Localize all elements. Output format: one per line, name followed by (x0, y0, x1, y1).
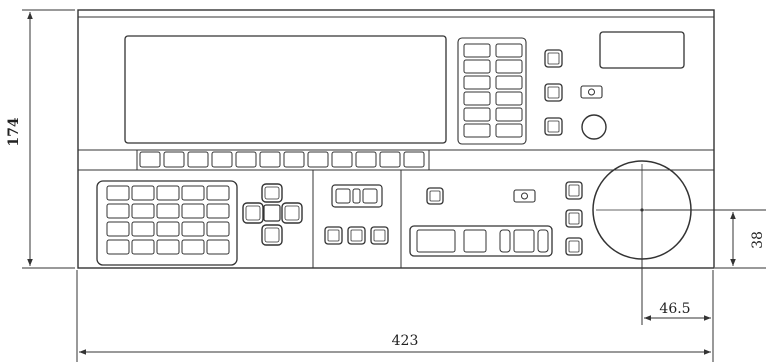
lower-right-control-group (409, 181, 583, 257)
keypad-key[interactable] (463, 123, 491, 138)
transport-button-slim[interactable] (499, 229, 511, 253)
keypad-key[interactable] (106, 239, 130, 255)
width-dimension: 423 (76, 270, 714, 362)
function-key[interactable] (211, 151, 233, 168)
function-key[interactable] (331, 151, 353, 168)
square-button[interactable] (426, 187, 444, 205)
height-label: 174 (6, 117, 22, 146)
keypad-key[interactable] (106, 221, 130, 237)
square-button[interactable] (544, 49, 563, 68)
wheel-height-label: 38 (750, 231, 766, 249)
panel-outline (77, 9, 715, 269)
square-button[interactable] (565, 181, 583, 200)
keypad-key[interactable] (106, 185, 130, 201)
keypad-key[interactable] (495, 123, 523, 138)
function-key[interactable] (187, 151, 209, 168)
jog-wheel[interactable] (592, 160, 692, 260)
arrow-down-button[interactable] (261, 224, 283, 246)
keypad-key[interactable] (463, 59, 491, 74)
keypad-key[interactable] (463, 107, 491, 122)
square-button[interactable] (565, 237, 583, 256)
wheel-offset-label: 46.5 (659, 301, 690, 317)
toggle-button[interactable] (352, 188, 361, 204)
keypad-key[interactable] (156, 221, 180, 237)
keypad-key[interactable] (181, 203, 205, 219)
keypad-key[interactable] (206, 203, 230, 219)
square-button[interactable] (324, 226, 343, 245)
middle-control-group (324, 184, 389, 245)
width-label: 423 (392, 333, 419, 349)
keypad-key[interactable] (495, 43, 523, 58)
wheel-height-dimension: 38 (645, 209, 766, 269)
keypad-key[interactable] (106, 203, 130, 219)
center-select-button[interactable] (263, 204, 281, 222)
arrow-right-button[interactable] (281, 202, 303, 224)
keypad-key[interactable] (206, 239, 230, 255)
keypad-key[interactable] (156, 239, 180, 255)
function-key[interactable] (379, 151, 401, 168)
keypad-key[interactable] (206, 185, 230, 201)
keypad-key[interactable] (156, 185, 180, 201)
keypad-key[interactable] (206, 221, 230, 237)
function-key-strip (136, 149, 430, 171)
lcd-display-window (124, 35, 447, 144)
function-key[interactable] (403, 151, 425, 168)
transport-button[interactable] (463, 229, 487, 253)
rotary-knob[interactable] (581, 114, 607, 140)
keypad-key[interactable] (495, 75, 523, 90)
arrow-left-button[interactable] (242, 202, 264, 224)
transport-button-wide[interactable] (416, 229, 456, 253)
function-key[interactable] (355, 151, 377, 168)
function-key[interactable] (283, 151, 305, 168)
keypad-key[interactable] (463, 75, 491, 90)
function-key[interactable] (163, 151, 185, 168)
toggle-button[interactable] (335, 188, 351, 204)
keypad-key[interactable] (131, 185, 155, 201)
keypad-key[interactable] (131, 203, 155, 219)
keypad-key[interactable] (495, 59, 523, 74)
arrow-up-button[interactable] (261, 183, 283, 203)
indicator-lamp (513, 189, 536, 203)
indicator-lamp (580, 85, 603, 99)
square-button[interactable] (565, 209, 583, 228)
function-key[interactable] (139, 151, 161, 168)
square-button[interactable] (544, 83, 563, 102)
directional-pad (242, 183, 303, 246)
transport-button[interactable] (513, 229, 535, 253)
square-button[interactable] (544, 117, 563, 136)
upper-keypad (457, 37, 527, 145)
keypad-key[interactable] (181, 239, 205, 255)
keypad-key[interactable] (181, 221, 205, 237)
keypad-key[interactable] (495, 91, 523, 106)
keypad-key[interactable] (131, 221, 155, 237)
small-display-window (599, 31, 685, 69)
keypad-key[interactable] (463, 43, 491, 58)
keypad-key[interactable] (495, 107, 523, 122)
keypad-key[interactable] (181, 185, 205, 201)
keypad-key[interactable] (156, 203, 180, 219)
keypad-key[interactable] (463, 91, 491, 106)
keypad-key[interactable] (131, 239, 155, 255)
function-key[interactable] (307, 151, 329, 168)
height-dimension: 174 (6, 9, 75, 269)
upper-button-column (544, 49, 563, 136)
lower-keypad (96, 180, 238, 266)
toggle-button[interactable] (362, 188, 378, 204)
function-key[interactable] (259, 151, 281, 168)
function-key[interactable] (235, 151, 257, 168)
transport-button-slim[interactable] (537, 229, 549, 253)
square-button[interactable] (370, 226, 389, 245)
square-button[interactable] (347, 226, 366, 245)
